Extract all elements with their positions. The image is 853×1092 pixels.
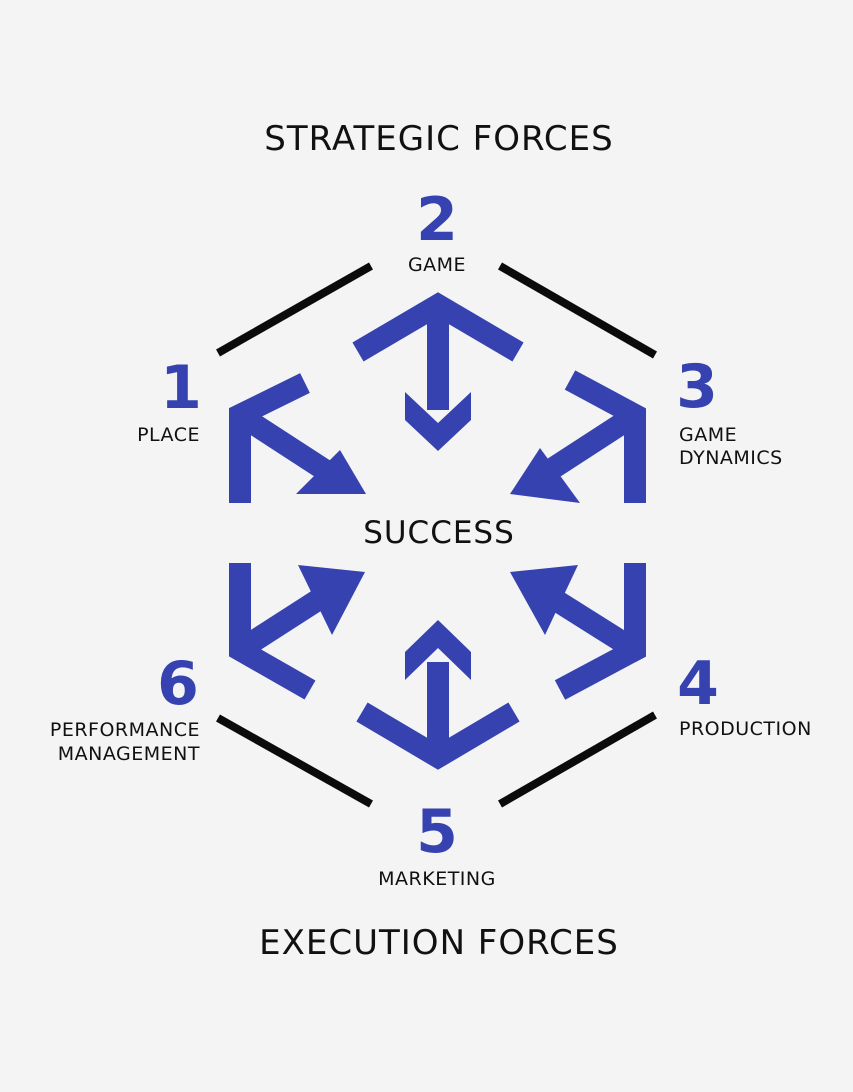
node-number: 6 [157,649,199,719]
place-arrow-head [296,450,366,494]
strategic-forces-heading: STRATEGIC FORCES [264,119,613,159]
node-label-line: DYNAMICS [679,447,783,469]
node-label-line: PERFORMANCE [50,719,200,741]
node-number: 2 [416,185,458,255]
node-label-line: GAME [408,254,466,276]
arrow-game-dynamics [510,370,646,503]
node-label-line: PLACE [137,424,200,446]
edge-marketing-performance [216,714,373,808]
node-number: 3 [676,352,718,422]
node-label-line: GAME [679,424,737,446]
marketing-arrow-head [405,620,471,680]
node-number: 4 [677,649,719,719]
node-4: 4 PRODUCTION [677,649,812,740]
node-6: 6 PERFORMANCE MANAGEMENT [50,649,200,765]
node-1: 1 PLACE [137,353,202,446]
execution-forces-heading: EXECUTION FORCES [259,923,619,963]
node-label-line: PRODUCTION [679,718,812,740]
node-number: 5 [416,797,458,867]
arrow-performance-management [229,563,365,700]
arrows-group [229,292,646,770]
success-label: SUCCESS [363,515,515,551]
edge-place-game [216,262,373,357]
performance-arrow-head [298,565,365,635]
arrow-place [229,373,366,503]
arrow-game [352,292,524,451]
node-2: 2 GAME [408,185,466,276]
node-label-line: MANAGEMENT [58,743,200,765]
production-arrow-head [510,565,578,635]
arrow-production [510,563,646,700]
game-dynamics-arrow-head [510,448,580,503]
edge-game-dynamics [498,262,657,359]
node-number: 1 [160,353,202,423]
node-5: 5 MARKETING [378,797,496,890]
node-label-line: MARKETING [378,868,496,890]
edge-production-marketing [498,711,657,808]
node-3: 3 GAME DYNAMICS [676,352,783,469]
hexagon-edges [216,262,657,808]
arrow-marketing [356,620,520,770]
game-arrow-head [405,392,471,451]
